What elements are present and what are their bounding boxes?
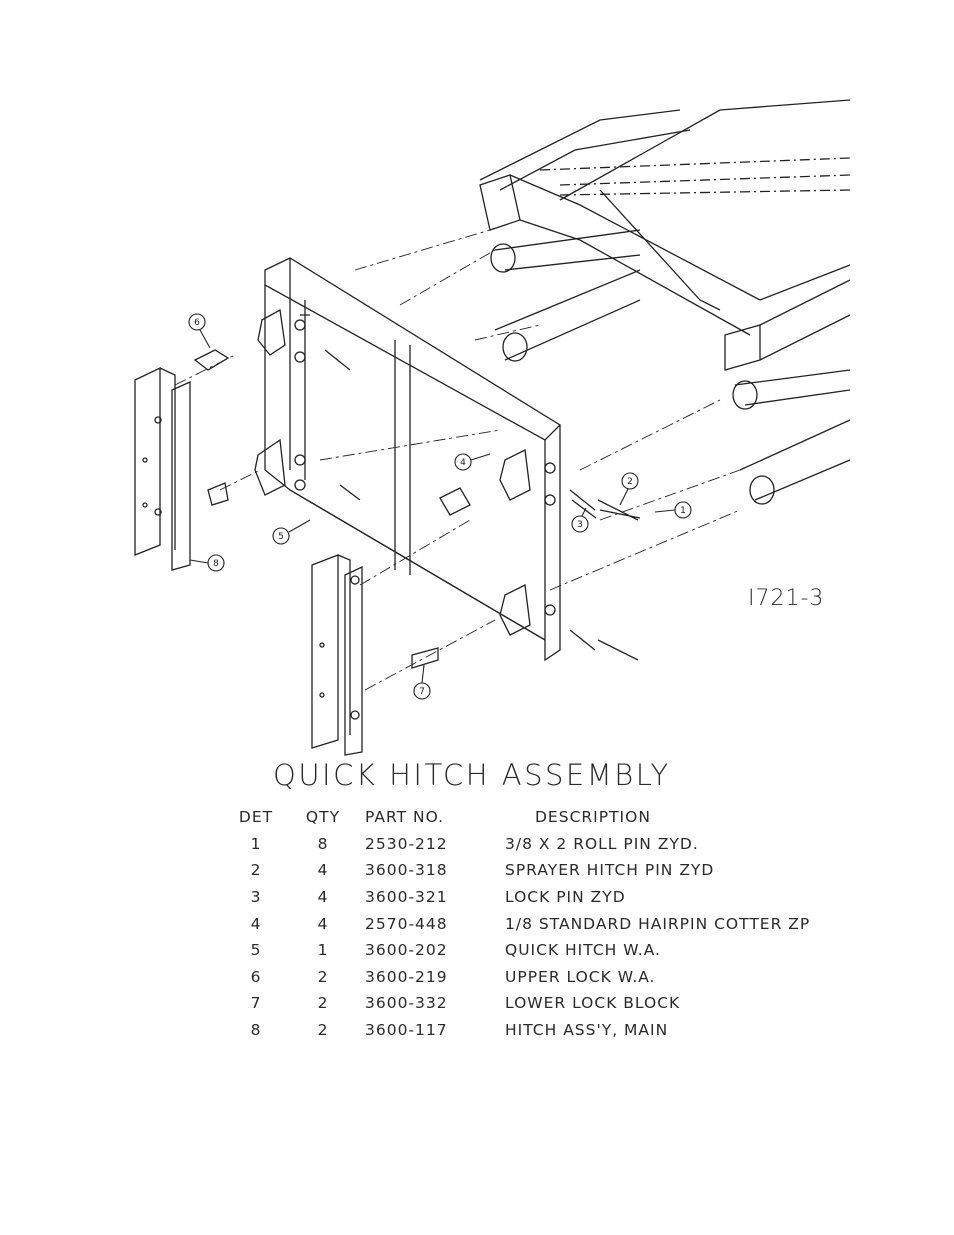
description: SPRAYER HITCH PIN ZYD — [505, 861, 715, 880]
qty: 2 — [317, 967, 329, 986]
table-row: 8 2 3600-117 HITCH ASS'Y, MAIN — [225, 1017, 875, 1044]
callout-8: 8 — [189, 554, 225, 572]
header-description: DESCRIPTION — [535, 808, 651, 827]
drawing-number: I721-3 — [748, 586, 825, 611]
parts-table-header: DET QTY PART NO. DESCRIPTION — [225, 804, 875, 831]
assembly-title: QUICK HITCH ASSEMBLY — [273, 758, 671, 792]
part-no: 3600-321 — [365, 888, 448, 907]
callout-6: 6 — [188, 313, 211, 349]
svg-text:5: 5 — [278, 532, 284, 542]
callout-1: 1 — [654, 501, 692, 519]
svg-text:1: 1 — [680, 506, 686, 516]
description: LOCK PIN ZYD — [505, 888, 626, 907]
upper-locks — [193, 349, 471, 669]
qty: 2 — [317, 1021, 329, 1040]
svg-text:6: 6 — [194, 318, 200, 328]
part-no: 3600-332 — [365, 994, 448, 1013]
table-row: 5 1 3600-202 QUICK HITCH W.A. — [225, 937, 875, 964]
callout-4: 4 — [454, 453, 491, 471]
callout-7: 7 — [413, 664, 431, 700]
det: 4 — [250, 914, 262, 933]
det: 7 — [250, 994, 262, 1013]
description: 1/8 STANDARD HAIRPIN COTTER ZP — [505, 914, 811, 933]
svg-text:3: 3 — [577, 520, 583, 530]
svg-text:7: 7 — [419, 687, 425, 697]
det: 8 — [250, 1021, 262, 1040]
qty: 4 — [317, 861, 329, 880]
table-row: 1 8 2530-212 3/8 X 2 ROLL PIN ZYD. — [225, 831, 875, 858]
part-no: 3600-202 — [365, 941, 448, 960]
det: 3 — [250, 888, 262, 907]
header-part-no: PART NO. — [365, 808, 445, 827]
qty: 2 — [317, 994, 329, 1013]
part-no: 3600-318 — [365, 861, 448, 880]
table-row: 2 4 3600-318 SPRAYER HITCH PIN ZYD — [225, 857, 875, 884]
det: 5 — [250, 941, 262, 960]
qty: 1 — [317, 941, 329, 960]
table-row: 6 2 3600-219 UPPER LOCK W.A. — [225, 964, 875, 991]
callout-2: 2 — [619, 472, 639, 506]
qty: 4 — [317, 888, 329, 907]
frame-holes — [294, 319, 556, 616]
svg-text:2: 2 — [627, 477, 633, 487]
svg-text:8: 8 — [213, 559, 219, 569]
main-hitch-lower — [311, 554, 363, 756]
parts-table: DET QTY PART NO. DESCRIPTION 1 8 2530-21… — [225, 804, 875, 1043]
det: 1 — [250, 834, 262, 853]
callout-5: 5 — [272, 519, 311, 545]
header-qty: QTY — [305, 808, 341, 827]
det: 2 — [250, 861, 262, 880]
sprayer-frame — [479, 99, 851, 371]
table-row: 7 2 3600-332 LOWER LOCK BLOCK — [225, 990, 875, 1017]
det: 6 — [250, 967, 262, 986]
header-det: DET — [238, 808, 274, 827]
table-row: 4 4 2570-448 1/8 STANDARD HAIRPIN COTTER… — [225, 910, 875, 937]
description: QUICK HITCH W.A. — [505, 941, 661, 960]
qty: 4 — [317, 914, 329, 933]
part-no: 3600-219 — [365, 967, 448, 986]
part-no: 3600-117 — [365, 1021, 448, 1040]
projection-lines — [174, 229, 741, 691]
hydraulic-links — [490, 229, 851, 505]
description: LOWER LOCK BLOCK — [505, 994, 681, 1013]
main-hitch-left — [134, 366, 191, 571]
callout-3: 3 — [571, 507, 589, 533]
part-no: 2530-212 — [365, 834, 448, 853]
svg-text:4: 4 — [460, 458, 466, 468]
pins — [324, 349, 641, 661]
table-row: 3 4 3600-321 LOCK PIN ZYD — [225, 884, 875, 911]
qty: 8 — [317, 834, 329, 853]
description: UPPER LOCK W.A. — [505, 967, 656, 986]
hooks — [254, 308, 531, 636]
description: 3/8 X 2 ROLL PIN ZYD. — [505, 834, 699, 853]
exploded-assembly-drawing: 6 4 2 1 3 5 8 7 — [134, 99, 851, 756]
quick-hitch-frame — [264, 257, 562, 662]
part-no: 2570-448 — [365, 914, 448, 933]
description: HITCH ASS'Y, MAIN — [505, 1021, 669, 1040]
